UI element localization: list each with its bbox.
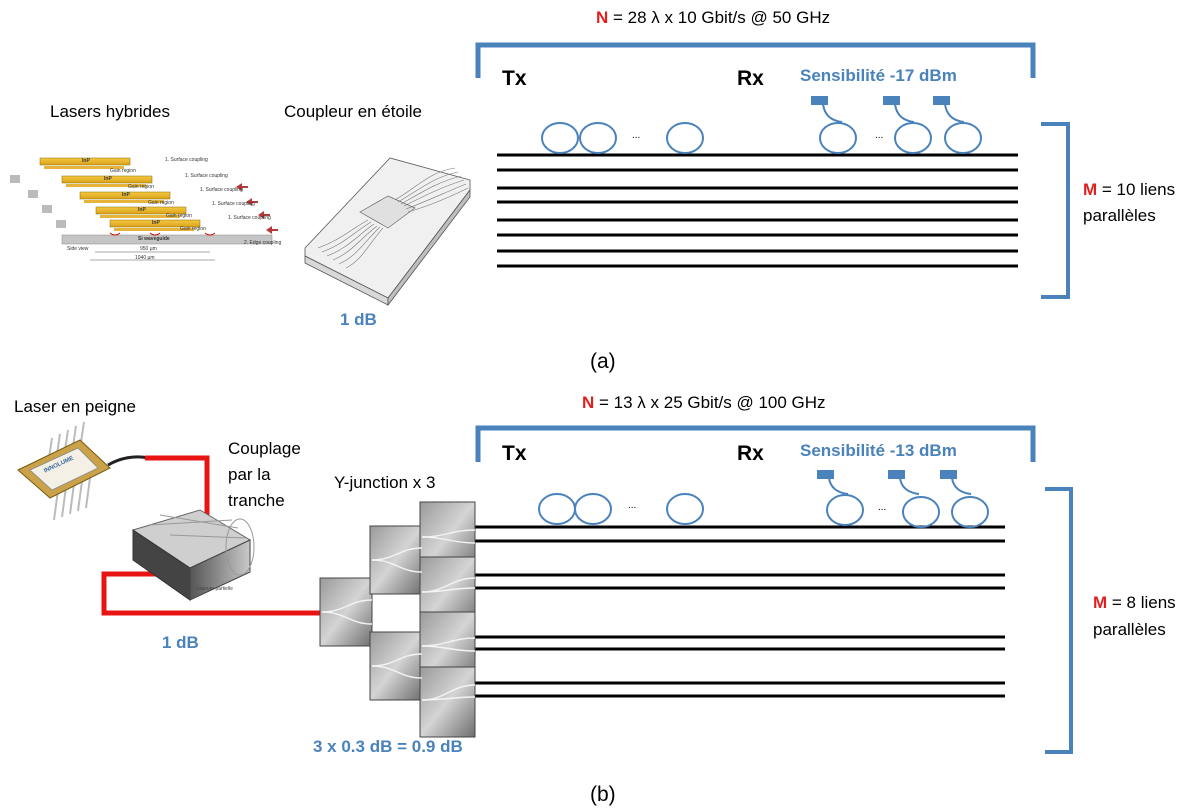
- panel-b-coupling-line2: par la: [228, 465, 271, 484]
- laser-fig-gain: Gain region: [110, 168, 136, 174]
- edge-coupler-figure: [131, 509, 255, 601]
- laser-fig-si: Si waveguide: [138, 236, 170, 242]
- panel-a-rx-label: Rx: [737, 67, 764, 90]
- laser-fig-inp: InP: [138, 207, 146, 213]
- panel-a-n-formula: N = 28 λ x 10 Gbit/s @ 50 GHz: [596, 8, 831, 27]
- laser-fig-inp: InP: [122, 192, 130, 198]
- waveguides-a: [497, 153, 1018, 268]
- panel-b-laser-label: Laser en peigne: [14, 397, 136, 416]
- laser-fig-inp: InP: [104, 176, 112, 182]
- laser-fig-inp: InP: [82, 158, 90, 164]
- laser-fig-gain: Gain region: [180, 226, 206, 232]
- panel-a-tx-ellipsis: ...: [632, 130, 641, 141]
- bracket-right-b: [1045, 487, 1073, 754]
- laser-fig-surface: 1. Surface coupling: [185, 173, 228, 179]
- panel-a-tx-label: Tx: [502, 67, 527, 90]
- laser-fig-surface: 1. Surface coupling: [200, 187, 243, 193]
- laser-fig-dim2: 1040 µm: [135, 255, 155, 261]
- panel-b-rx-label: Rx: [737, 442, 764, 465]
- panel-b-coupling-line3: tranche: [228, 491, 285, 510]
- detector-pads-b: [817, 470, 957, 479]
- panel-b-tx-ellipsis: ...: [628, 500, 637, 511]
- detectors-a: [822, 103, 965, 123]
- laser-fig-edge: 2. Edge coupling: [244, 240, 282, 246]
- edge-coupler-caption: Gravure partielle: [196, 586, 233, 592]
- panel-b-parallel: parallèles: [1093, 620, 1166, 639]
- panel-b-tx-label: Tx: [502, 442, 527, 465]
- laser-fig-dim1: 950 µm: [140, 246, 157, 252]
- panel-b-yjunction-label: Y-junction x 3: [334, 473, 436, 492]
- panel-a-coupler-label: Coupleur en étoile: [284, 102, 422, 121]
- comb-laser-figure: [17, 421, 149, 521]
- laser-fig-gain: Gain region: [128, 184, 154, 190]
- detector-pads-a: [811, 96, 950, 105]
- panel-b-yjunction-loss: 3 x 0.3 dB = 0.9 dB: [313, 737, 463, 756]
- tx-rings-a: [541, 122, 982, 154]
- panel-a-m-formula: M = 10 liens: [1083, 180, 1176, 199]
- panel-b-laser-loss: 1 dB: [162, 633, 199, 652]
- laser-fig-inp: InP: [152, 220, 160, 226]
- laser-fig-side-view: Side view: [67, 246, 89, 252]
- red-fiber-paths: [101, 455, 320, 616]
- panel-b-sensitivity: Sensibilité -13 dBm: [800, 441, 957, 460]
- laser-fig-gain: Gain region: [166, 213, 192, 219]
- y-junction-figure: [319, 501, 476, 738]
- hybrid-lasers-figure: [10, 157, 278, 261]
- bracket-top-b: [475, 425, 1036, 462]
- panel-b-caption: (b): [590, 783, 616, 806]
- panel-a-caption: (a): [590, 350, 616, 373]
- waveguides-b: [475, 525, 1005, 698]
- bracket-right-a: [1041, 122, 1070, 299]
- bracket-top-a: [475, 42, 1036, 78]
- laser-fig-surface: 1. Surface coupling: [165, 157, 208, 163]
- laser-fig-surface: 1. Surface coupling: [228, 215, 271, 221]
- panel-a-sensitivity: Sensibilité -17 dBm: [800, 66, 957, 85]
- panel-a-rx-ellipsis: ...: [875, 130, 884, 141]
- panel-a-lasers-label: Lasers hybrides: [50, 102, 171, 121]
- panel-b-rx-ellipsis: ...: [878, 502, 887, 513]
- laser-fig-surface: 1. Surface coupling: [212, 201, 255, 207]
- panel-a-parallel: parallèles: [1083, 206, 1156, 225]
- tx-rings-b: [538, 493, 989, 528]
- panel-b-m-formula: M = 8 liens: [1093, 593, 1176, 612]
- panel-b-n-formula: N = 13 λ x 25 Gbit/s @ 100 GHz: [582, 393, 826, 412]
- panel-b-coupling-line1: Couplage: [228, 439, 301, 458]
- star-coupler-figure: [304, 157, 471, 307]
- laser-fig-gain: Gain region: [148, 200, 174, 206]
- panel-a-coupler-loss: 1 dB: [340, 310, 377, 329]
- detectors-b: [828, 477, 972, 495]
